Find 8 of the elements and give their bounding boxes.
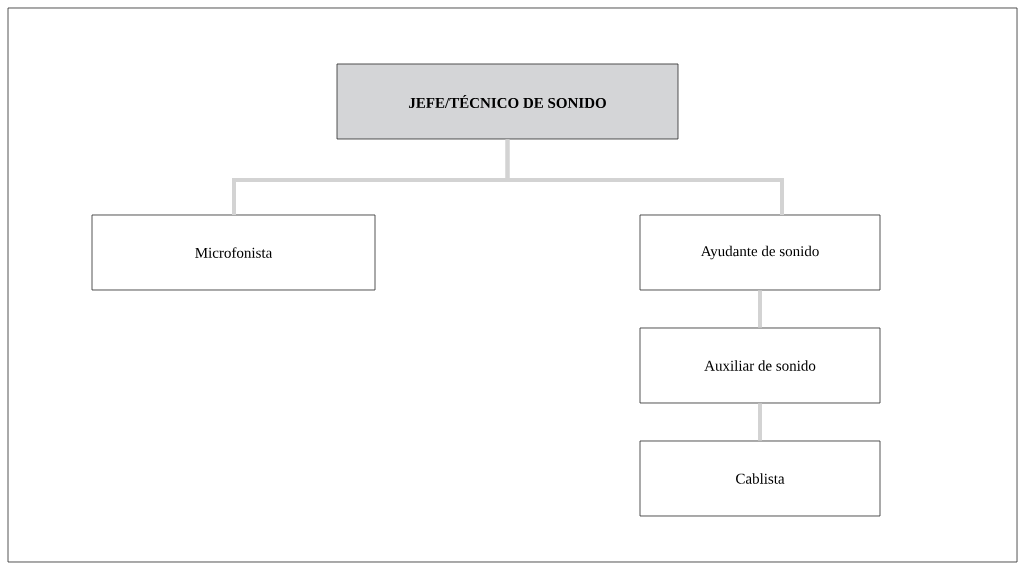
role-box: Microfonista: [91, 214, 376, 291]
connector-line: [758, 290, 762, 328]
role-box: Auxiliar de sonido: [639, 327, 881, 404]
title-box: JEFE/TÉCNICO DE SONIDO: [336, 63, 679, 140]
connector-line: [758, 403, 762, 441]
connector-line: [505, 139, 784, 215]
role-box: Ayudante de sonido: [639, 214, 881, 291]
role-box: Cablista: [639, 440, 881, 517]
